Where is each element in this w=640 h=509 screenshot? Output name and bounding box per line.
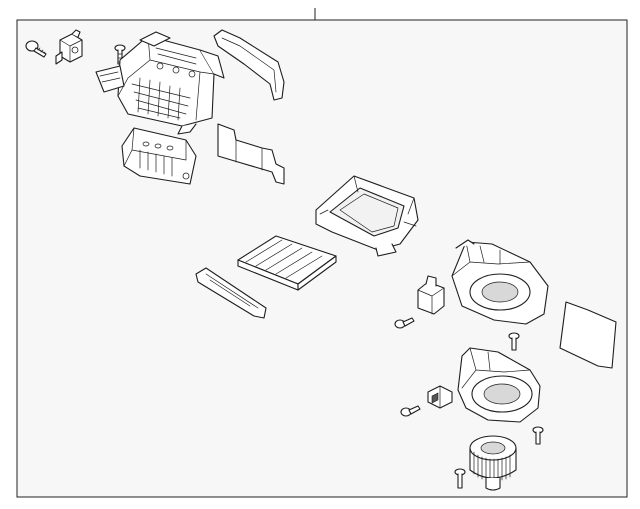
screw-resistor[interactable] (394, 317, 415, 329)
resistor[interactable] (417, 275, 445, 315)
screw-upper-case[interactable] (508, 332, 520, 351)
side-seal[interactable] (559, 301, 617, 369)
blower-motor[interactable] (469, 435, 517, 491)
foam-seal[interactable] (217, 123, 285, 185)
duct-seal[interactable] (213, 29, 285, 101)
actuator-top-left[interactable] (55, 29, 83, 65)
intake-door-housing[interactable] (95, 31, 225, 135)
screw-motor[interactable] (454, 468, 466, 489)
filter-cover[interactable] (195, 267, 267, 319)
blower-lower-case[interactable] (457, 347, 541, 423)
screw-lower-case[interactable] (532, 426, 544, 445)
screw-connector[interactable] (400, 405, 421, 417)
door-assembly[interactable] (121, 127, 197, 185)
motor-connector[interactable] (427, 385, 453, 409)
blower-upper-case[interactable] (451, 239, 549, 325)
cabin-air-filter[interactable] (237, 235, 337, 291)
screw-top-left[interactable] (25, 40, 47, 58)
filter-case[interactable] (315, 175, 419, 257)
